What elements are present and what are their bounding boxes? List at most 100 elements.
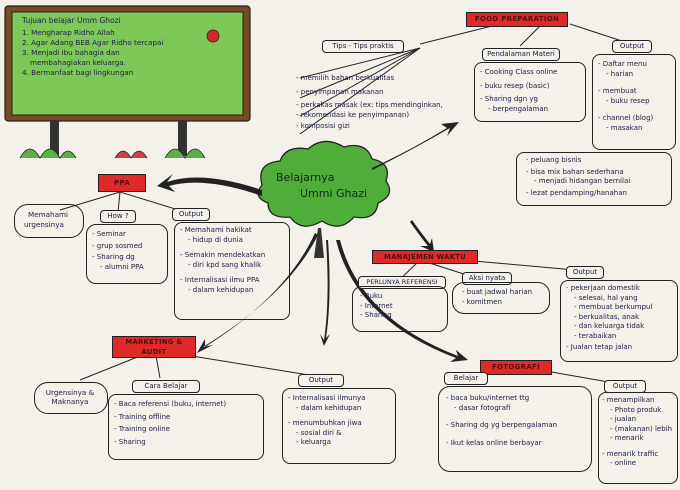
time-output-box — [560, 280, 678, 362]
time-output-list: pekerjaan domestik selesai, hal yang mem… — [566, 284, 653, 353]
refs-item: Internet — [360, 302, 393, 312]
method-box — [108, 394, 264, 460]
board-item-4: membahagiakan keluarga. — [30, 58, 126, 67]
refs-list: Buku Internet Sharing — [360, 292, 393, 321]
food-output-item: masakan — [598, 124, 653, 134]
refs-item: Sharing — [360, 311, 393, 321]
marketing-output-item: keluarga — [288, 438, 365, 448]
ppa-how-box — [86, 224, 168, 284]
ppa-output-label: Output — [172, 208, 210, 221]
tips-label: Tips - Tips praktis — [322, 40, 404, 53]
board-title: Tujuan belajar Umm Ghozi — [22, 16, 121, 25]
marketing-output-label: Output — [298, 374, 344, 387]
center-trunk — [314, 228, 324, 258]
time-output-item: terabaikan — [566, 332, 652, 342]
food-prep-header: FOOD PREPARATION — [466, 12, 568, 27]
time-output-label: Output — [566, 266, 604, 279]
board-item-2: 2. Agar Adang BEB Agar Ridho tercapai — [22, 38, 164, 47]
grass-left — [19, 148, 77, 159]
board-item-3: 3. Menjadi ibu bahagia dan — [22, 48, 120, 57]
time-output-item: membuat berkumpul — [566, 303, 653, 313]
tips-item: perkakas masak (ex: tips mendinginkan, — [296, 101, 443, 111]
photo-output-item: (makanan) lebih — [602, 425, 672, 435]
ppa-output-item: Semakin mendekatkan — [180, 251, 265, 261]
food-output-box — [592, 54, 676, 150]
food-bottom-item: menjadi hidangan bernilai — [526, 177, 630, 187]
food-bottom-item: bisa mix bahan sederhana — [526, 168, 630, 178]
marketing-output-item: sosial diri & — [288, 429, 365, 439]
arrow-to-ppa — [157, 174, 262, 196]
action-box — [452, 282, 550, 314]
ppa-understand-label: Memahami — [28, 210, 68, 219]
method-list: Baca referensi (buku, internet) Training… — [114, 400, 226, 447]
time-output-item: selesai, hal yang — [566, 294, 652, 304]
grass-middle — [114, 150, 148, 159]
marketing-output-item: dalam kehidupan — [288, 404, 365, 414]
food-output-item: buku resep — [598, 97, 653, 107]
photo-output-box — [598, 392, 678, 484]
refs-label: PERLUNYA REFERENSI — [358, 276, 446, 289]
method-label: Cara Belajar — [132, 380, 200, 393]
ppa-output-item: Internalisasi ilmu PPA — [180, 276, 265, 286]
ppa-output-item: diri kpd sang khalik — [180, 261, 265, 271]
deepen-item: berpengalaman — [480, 105, 557, 115]
ppa-output-box — [174, 222, 290, 320]
action-label: Aksi nyata — [462, 272, 512, 285]
refs-box — [352, 286, 448, 332]
food-bottom-box — [516, 152, 672, 206]
arrow-to-output-mid — [320, 240, 330, 346]
time-output-item: Jualan tetap jalan — [566, 343, 652, 353]
time-output-item: pekerjaan domestik — [566, 284, 652, 294]
ppa-output-list: Memahami hakikat hidup di dunia Semakin … — [180, 226, 265, 295]
board-item-5: 4. Bermanfaat bagi lingkungan — [22, 68, 134, 77]
food-bottom-item: lezat pendamping/hanahan — [526, 189, 630, 199]
arrow-to-time — [410, 220, 434, 252]
photo-learn-item: baca buku/internet ttg — [446, 394, 557, 404]
tips-list: memilih bahan berkualitas penyimpanan ma… — [296, 74, 443, 132]
method-item: Baca referensi (buku, internet) — [114, 400, 226, 410]
board-post-left — [50, 120, 59, 156]
arrow-to-food — [372, 122, 459, 170]
board-post-right — [178, 120, 187, 156]
refs-item: Buku — [360, 292, 393, 302]
photo-learn-item: Ikut kelas online berbayar — [446, 439, 557, 449]
board-item-1: 1. Mengharap Ridho Allah — [22, 28, 115, 37]
photo-output-item: menarik traffic — [602, 450, 672, 460]
flower-icon — [206, 29, 220, 43]
method-item: Training offline — [114, 413, 226, 423]
action-item: komitmen — [462, 298, 532, 308]
photo-learn-list: baca buku/internet ttg dasar fotografi S… — [446, 394, 557, 448]
ppa-understand-label2: urgensinya — [24, 220, 64, 229]
photo-output-item: jualan — [602, 415, 672, 425]
photo-output-item: menarik — [602, 434, 672, 444]
ppa-how-item: Sharing dg — [92, 253, 144, 263]
food-output-item: membuat — [598, 87, 653, 97]
ppa-how-item: Seminar — [92, 230, 144, 240]
ppa-understand-box — [14, 204, 84, 238]
urgency-box — [34, 382, 108, 414]
photo-learn-box — [438, 386, 592, 472]
photo-learn-item: Sharing dg yg berpengalaman — [446, 421, 557, 431]
grass-right — [164, 148, 206, 159]
time-output-item: berkualitas, anak — [566, 313, 652, 323]
food-output-list: Daftar menu harian membuat buku resep ch… — [598, 60, 654, 134]
deepen-item: Sharing dgn yg — [480, 95, 557, 105]
ppa-how-item: grup sosmed — [92, 242, 144, 252]
food-output-item: channel (blog) — [598, 114, 654, 124]
marketing-output-item: Internalisasi ilmunya — [288, 394, 366, 404]
food-output-label: Output — [612, 40, 652, 53]
marketing-output-box — [282, 388, 396, 464]
action-list: buat jadwal harian komitmen — [462, 288, 532, 307]
ppa-output-item: dalam kehidupan — [180, 286, 265, 296]
ppa-how-list: Seminar grup sosmed Sharing dg alumni PP… — [92, 230, 144, 272]
photo-learn-label: Belajar — [444, 372, 488, 385]
tips-item: rekomendasi ke penyimpanan) — [296, 111, 443, 121]
deepen-item: buku resep (basic) — [480, 82, 557, 92]
deepen-list: Cooking Class online buku resep (basic) … — [480, 68, 558, 115]
center-cloud — [257, 140, 391, 227]
method-item: Sharing — [114, 438, 226, 448]
photo-learn-item: dasar fotografi — [446, 404, 557, 414]
center-title-line1: Belajarnya — [276, 171, 335, 184]
photo-output-list: menampilkan Photo produk jualan (makanan… — [602, 396, 672, 469]
